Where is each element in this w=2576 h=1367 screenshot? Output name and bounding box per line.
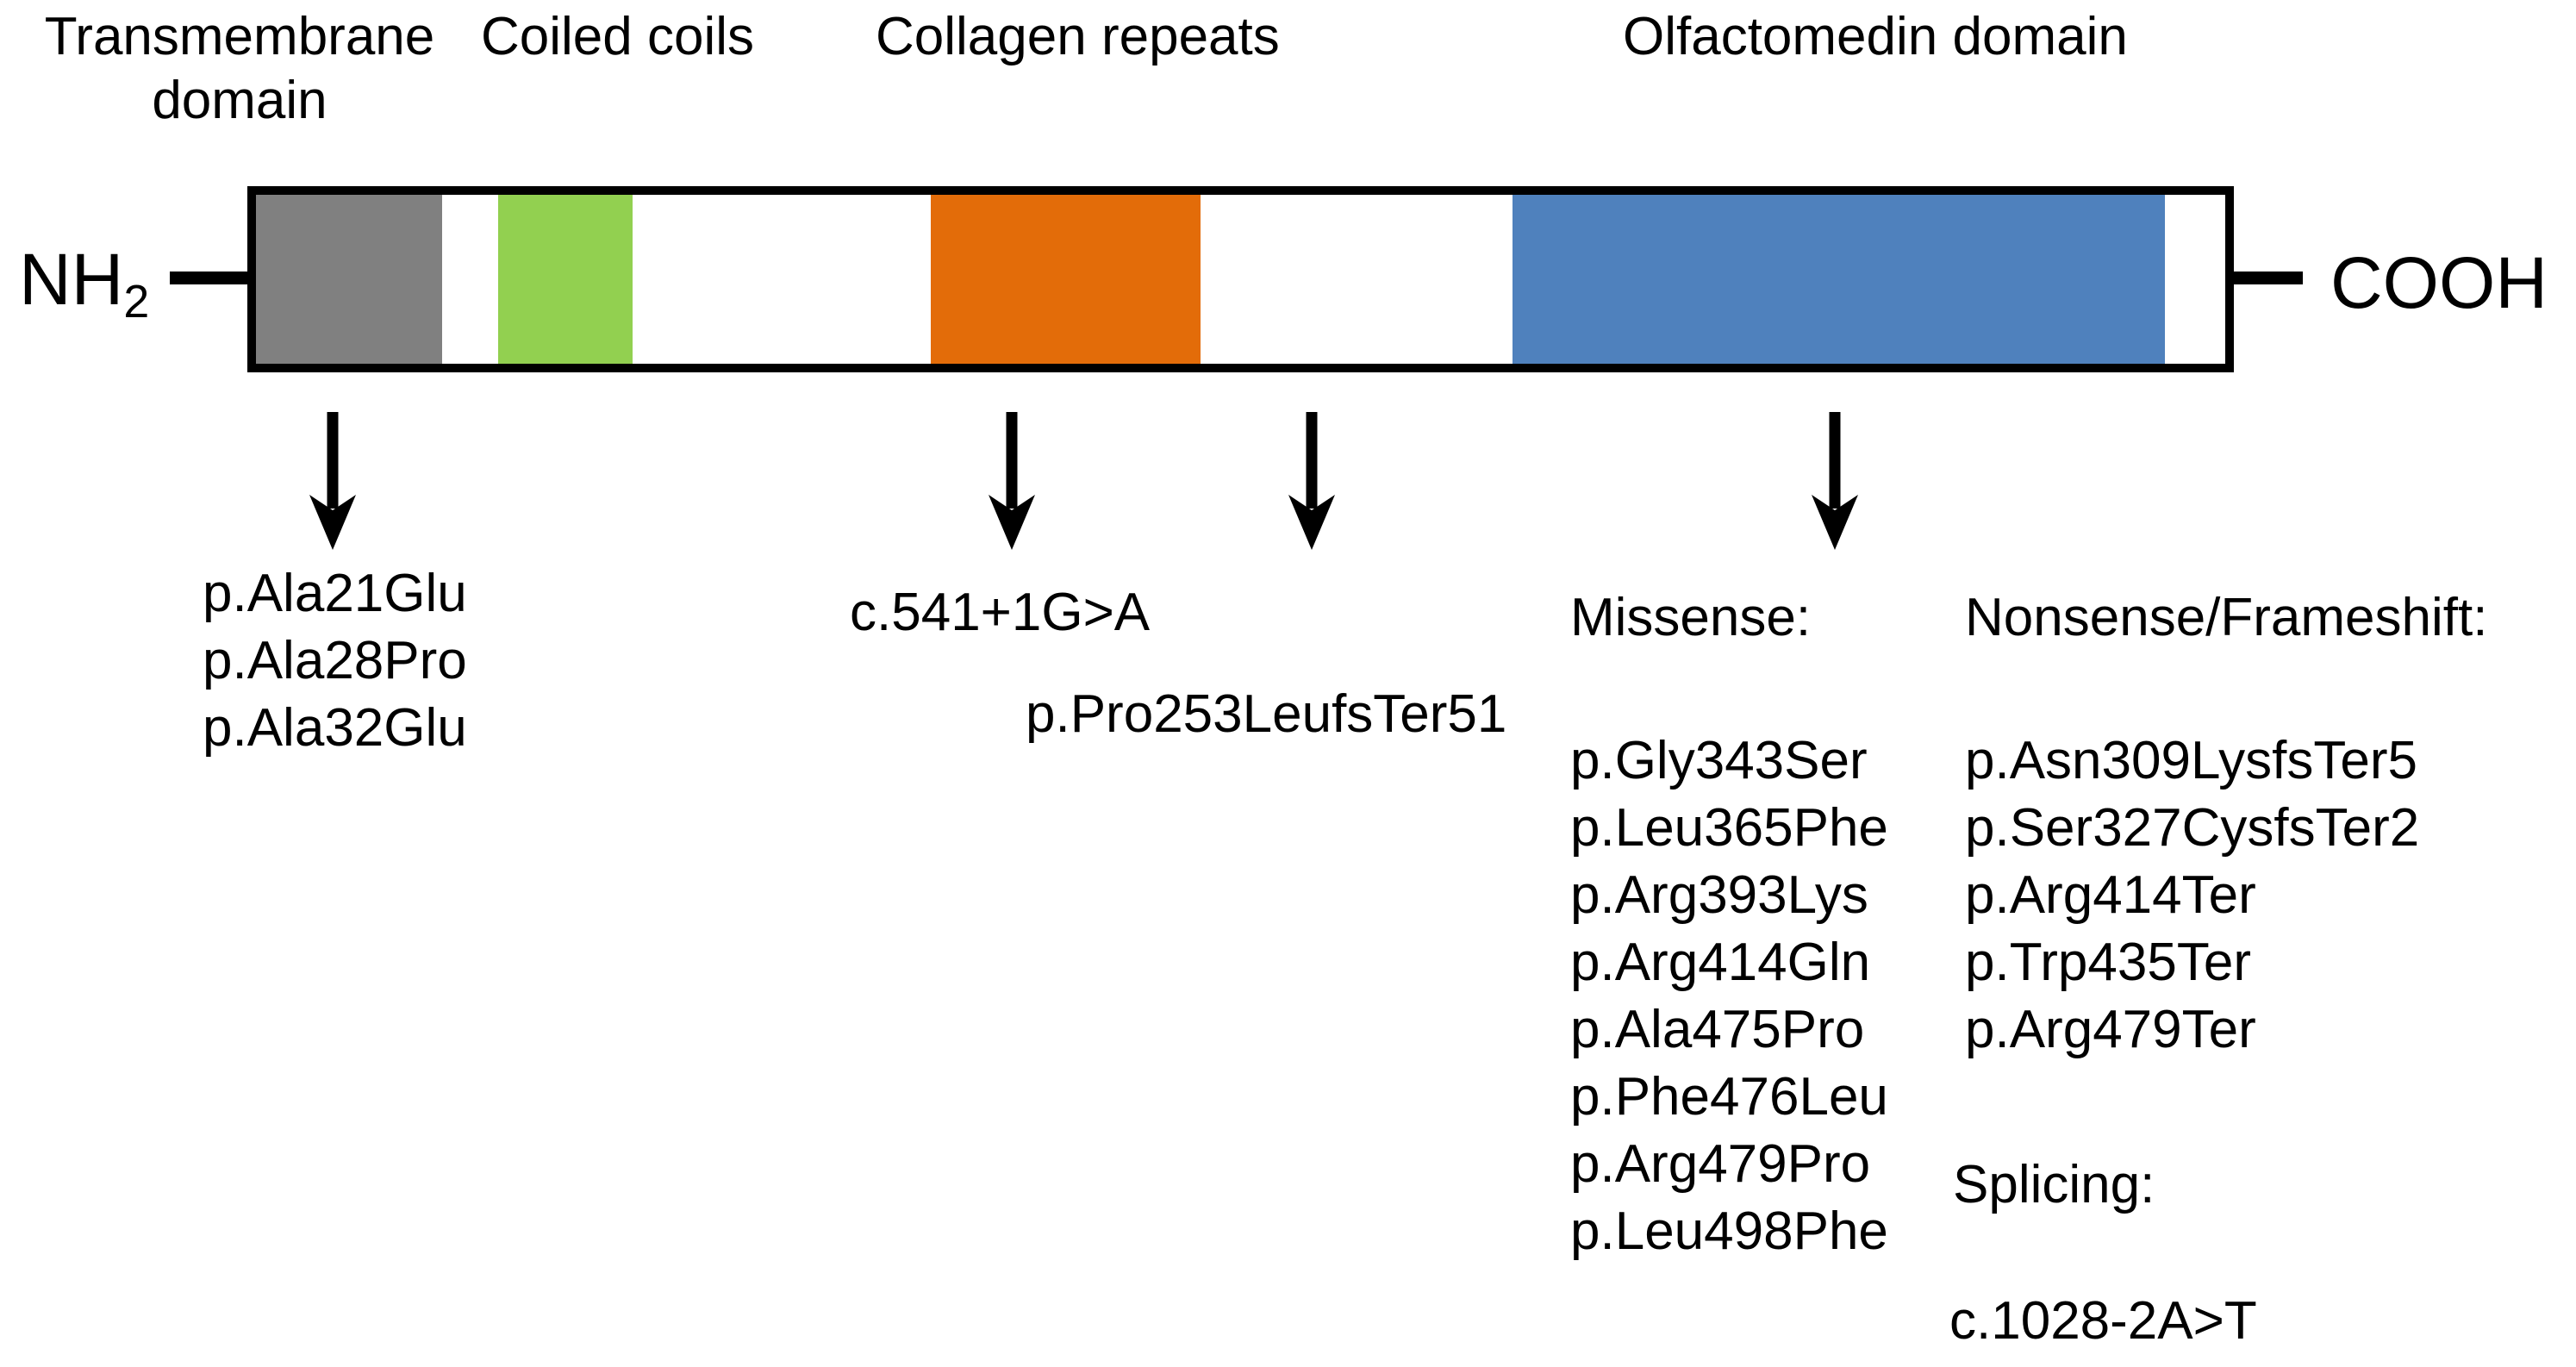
nh2-terminus-label: NH2 [19,243,149,326]
nh2-subscript: 2 [123,276,150,328]
mutation-item: p.Arg479Ter [1965,1000,2256,1059]
mutation-arrow-transmembrane [309,412,356,550]
mutation-item: p.Gly343Ser [1570,731,1868,790]
mutation-item: p.Trp435Ter [1965,933,2251,992]
mutation-item: p.Ser327CysfsTer2 [1965,798,2420,858]
mutation-arrow-olfactomedin [1812,412,1858,550]
domain-block-transmembrane [256,195,442,364]
domain-label-transmembrane-line1: Transmembrane [44,7,435,66]
mutation-item: p.Phe476Leu [1570,1067,1888,1127]
mutation-item: c.1028-2A>T [1949,1291,2257,1351]
domain-label-collagen-repeats: Collagen repeats [876,7,1280,66]
mutation-item: p.Arg393Lys [1570,865,1868,925]
mutation-category-header-nonsense-frameshift: Nonsense/Frameshift: [1965,588,2488,647]
domain-block-coiled-coils [498,195,633,364]
domain-block-olfactomedin [1513,195,2165,364]
mutation-item: p.Ala21Glu [203,564,467,623]
mutation-item: p.Pro253LeufsTer51 [1026,684,1507,744]
mutation-item: p.Ala475Pro [1570,1000,1865,1059]
mutation-arrow-collagen-splice [989,412,1035,550]
nh2-connector-line [170,272,253,284]
mutation-arrow-collagen-frameshift [1288,412,1335,550]
mutation-item: p.Arg479Pro [1570,1134,1871,1194]
domain-block-collagen-repeats [931,195,1201,364]
cooh-terminus-label: COOH [2330,242,2548,323]
mutation-item: p.Ala32Glu [203,698,467,758]
mutation-item: p.Asn309LysfsTer5 [1965,731,2418,790]
protein-backbone-bar [247,186,2234,372]
mutation-item: p.Arg414Ter [1965,865,2256,925]
domain-label-transmembrane-line2: domain [152,71,327,130]
mutation-item: p.Leu498Phe [1570,1202,1888,1261]
mutation-item: p.Ala28Pro [203,631,467,690]
mutation-item: p.Arg414Gln [1570,933,1871,992]
domain-label-olfactomedin-domain: Olfactomedin domain [1623,7,2128,66]
domain-label-transmembrane: Transmembrane domain [33,5,446,133]
nh2-text: NH [19,239,124,320]
mutation-item: p.Leu365Phe [1570,798,1888,858]
mutation-category-header-missense: Missense: [1570,588,1812,647]
cooh-connector-line [2227,272,2303,284]
mutation-item: c.541+1G>A [850,583,1151,642]
domain-label-coiled-coils: Coiled coils [481,7,755,66]
mutation-category-header-splicing: Splicing: [1953,1155,2155,1214]
